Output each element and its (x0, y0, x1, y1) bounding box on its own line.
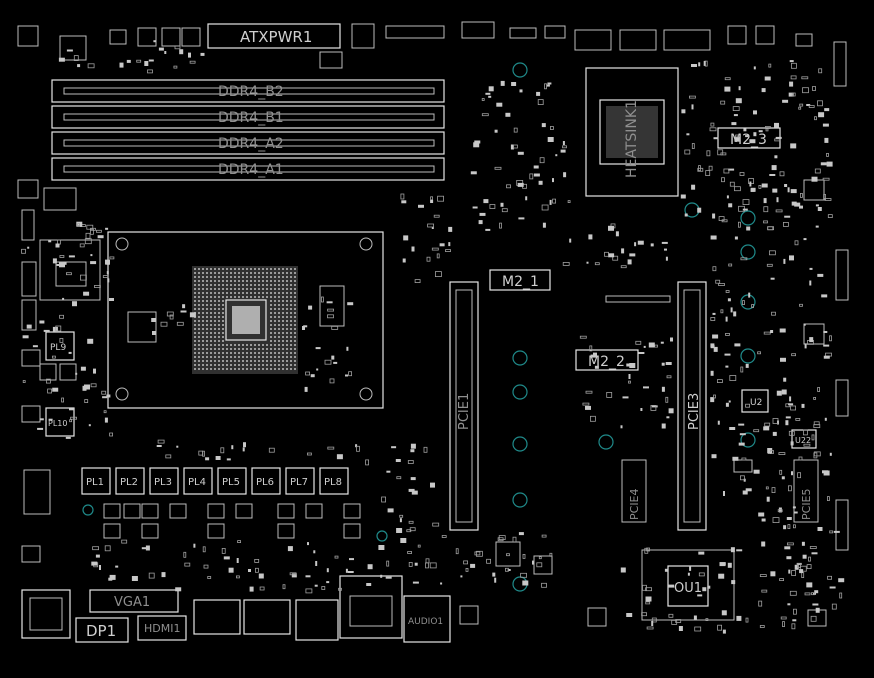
pcie4-label: PCIE4 (628, 488, 641, 520)
top-header-components (17, 21, 847, 87)
dimm-label-4: DDR4_A1 (218, 162, 284, 178)
pcie-slot-3: PCIE3 (677, 281, 707, 531)
pcie5-label: PCIE5 (800, 488, 813, 520)
dimm-slots: DDR4_B2 DDR4_B1 DDR4_A2 DDR4_A1 (51, 79, 445, 181)
pcie3-label: PCIE3 (687, 393, 702, 430)
choke-pl2-label: PL2 (120, 477, 138, 488)
io-connectors: DP1 VGA1 HDMI1 AUDIO1 (21, 541, 607, 643)
mounting-holes (82, 62, 756, 592)
dimm-label-2: DDR4_B1 (218, 110, 284, 126)
dimm-label-3: DDR4_A2 (218, 136, 284, 152)
dimm-label-1: DDR4_B2 (218, 84, 284, 100)
choke-pl10: PL10 (45, 407, 75, 437)
pcie-slot-5: PCIE5 (793, 459, 819, 523)
heatsink-label: HEATSINK1 (624, 100, 640, 178)
choke-pl1-label: PL1 (86, 477, 104, 488)
m2-slot-1: M2_1 (489, 269, 551, 291)
right-side-components: U2 U22 (733, 179, 849, 627)
choke-pl7-label: PL7 (290, 477, 308, 488)
m2-1-label: M2_1 (502, 274, 539, 290)
ou1-chip: OU1 (641, 549, 735, 621)
choke-pl5-label: PL5 (222, 477, 240, 488)
pcie1-label: PCIE1 (457, 393, 472, 430)
m2-slot-3: M2_3 (717, 127, 781, 149)
ou1-label: OU1 (674, 581, 702, 596)
smd-components (21, 40, 845, 634)
atx-power-connector: ATXPWR1 (207, 23, 341, 49)
audio-label: AUDIO1 (408, 617, 443, 627)
choke-pl8-label: PL8 (324, 477, 342, 488)
hdmi-label: HDMI1 (144, 622, 180, 635)
left-edge-components (17, 179, 101, 563)
choke-pl9: PL9 (39, 331, 77, 381)
cpu-socket (107, 231, 384, 409)
choke-pl3-label: PL3 (154, 477, 172, 488)
m2-3-label: M2_3 (730, 132, 767, 148)
choke-pl10-label: PL10 (48, 419, 67, 428)
u22-label: U22 (795, 436, 811, 445)
u2-label: U2 (750, 398, 762, 408)
cpu-pin-grid (194, 268, 296, 370)
pcie-slot-1: PCIE1 (449, 281, 479, 531)
vga-label: VGA1 (114, 595, 150, 610)
m2-slot-2: M2_2 (575, 295, 671, 371)
choke-pl9-label: PL9 (50, 343, 66, 353)
vrm-chokes: PL1 PL2 PL3 PL4 PL5 PL6 PL7 PL8 (81, 467, 361, 539)
choke-pl4-label: PL4 (188, 477, 206, 488)
atx-power-label: ATXPWR1 (240, 28, 312, 46)
choke-pl6-label: PL6 (256, 477, 274, 488)
pcie-slot-4: PCIE4 (621, 459, 647, 523)
chipset-heatsink: HEATSINK1 (585, 67, 679, 197)
dp-label: DP1 (86, 622, 116, 640)
